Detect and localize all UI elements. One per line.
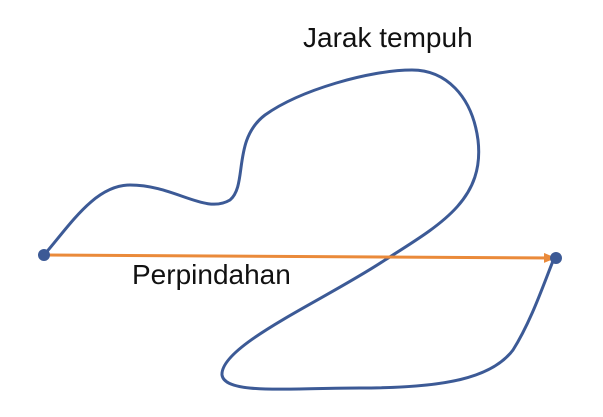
displacement-label: Perpindahan <box>132 259 291 290</box>
displacement-arrow <box>45 252 556 263</box>
path-label: Jarak tempuh <box>303 22 473 53</box>
end-point <box>550 252 562 264</box>
travel-path-curve <box>42 68 557 391</box>
start-point <box>38 249 50 261</box>
